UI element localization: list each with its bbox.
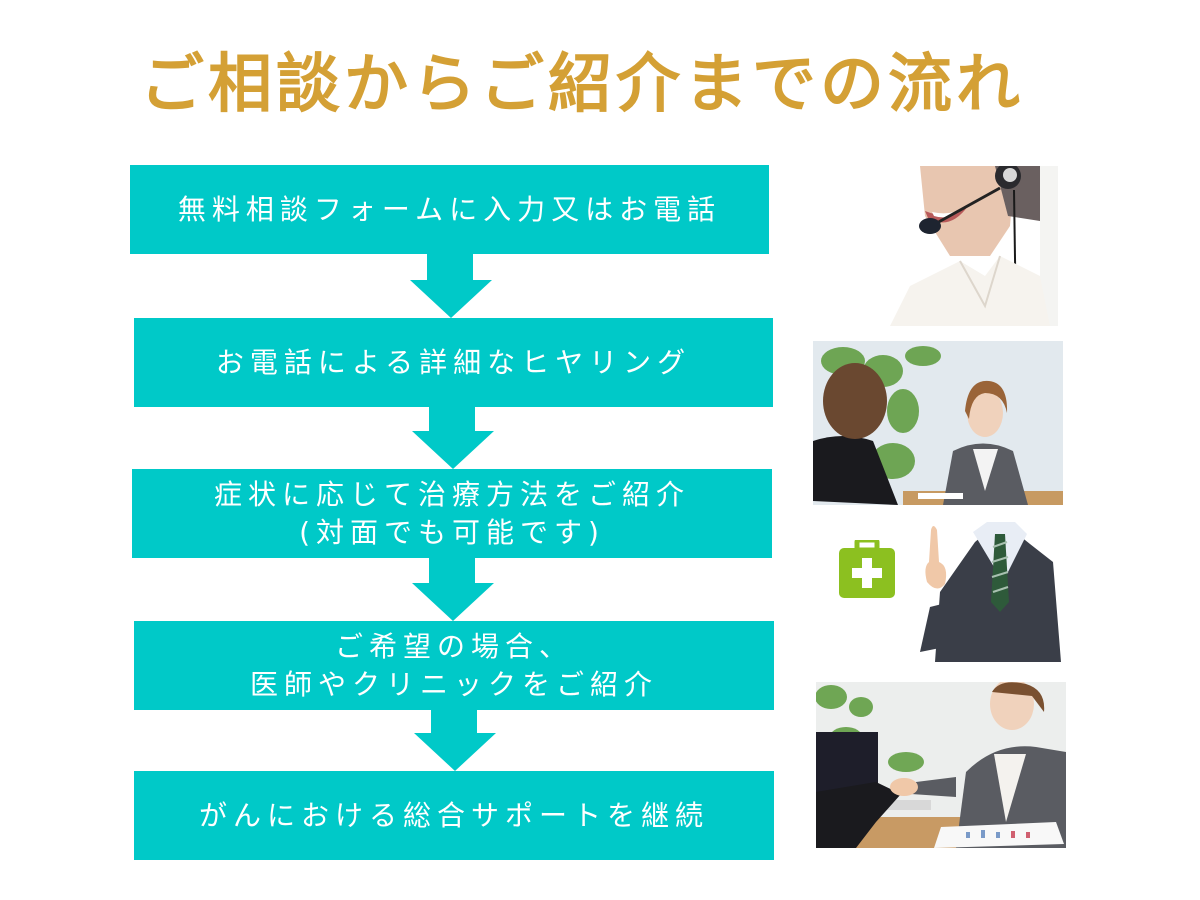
businessman-pointing-photo <box>915 522 1061 662</box>
flow-step-1-text: 無料相談フォームに入力又はお電話 <box>177 192 722 226</box>
headset-operator-photo <box>890 166 1058 326</box>
flow-step-5: がんにおける総合サポートを継続 <box>134 771 774 860</box>
down-arrow-icon <box>414 710 496 771</box>
consultation-meeting-photo <box>813 341 1063 505</box>
down-arrow-icon <box>412 558 494 621</box>
flow-step-4-line-1: ご希望の場合、 <box>334 629 573 663</box>
medical-kit-icon <box>839 540 895 598</box>
down-arrow-icon <box>410 254 492 318</box>
flow-step-2-text: お電話による詳細なヒヤリング <box>215 345 692 379</box>
flow-step-3-line-2: (対面でも可能です) <box>299 515 605 549</box>
flow-step-3-line-1: 症状に応じて治療方法をご紹介 <box>213 477 690 511</box>
flow-step-2: お電話による詳細なヒヤリング <box>134 318 773 407</box>
handshake-photo <box>816 682 1066 848</box>
flow-step-4-line-2: 医師やクリニックをご紹介 <box>249 667 658 701</box>
flow-step-3: 症状に応じて治療方法をご紹介 (対面でも可能です) <box>132 469 772 558</box>
down-arrow-icon <box>412 407 494 469</box>
flow-step-1: 無料相談フォームに入力又はお電話 <box>130 165 769 254</box>
flow-step-5-text: がんにおける総合サポートを継続 <box>198 798 709 832</box>
flow-step-4: ご希望の場合、 医師やクリニックをご紹介 <box>134 621 774 710</box>
page-title: ご相談からご紹介までの流れ <box>140 47 1024 122</box>
